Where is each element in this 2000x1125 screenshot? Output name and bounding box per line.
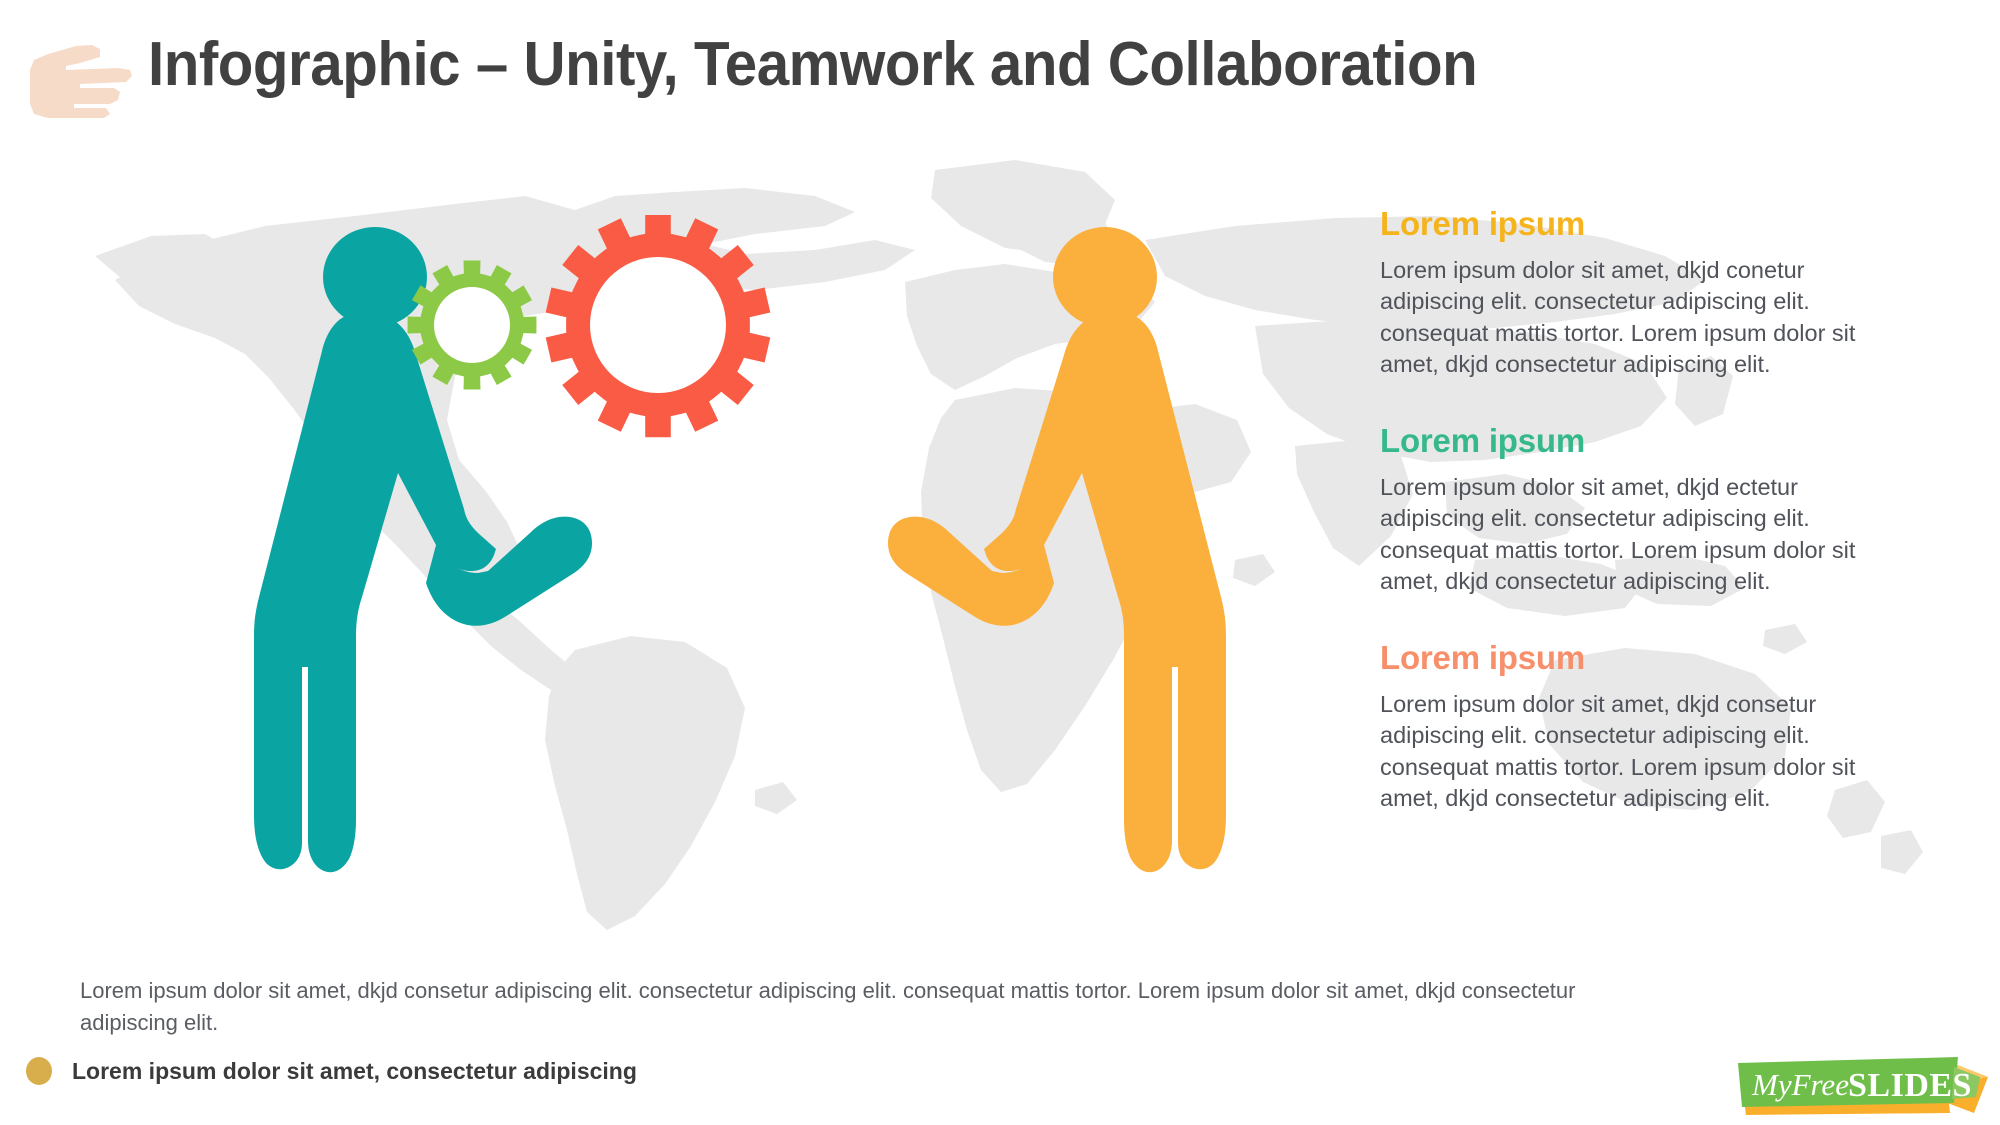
teamwork-illustration bbox=[254, 215, 1226, 873]
block-1-heading: Lorem ipsum bbox=[1380, 205, 1586, 242]
block-3-body: Lorem ipsum dolor sit amet, dkjd consetu… bbox=[1380, 691, 1856, 811]
footer-bullet-row: Lorem ipsum dolor sit amet, consectetur … bbox=[26, 1057, 637, 1085]
gear-large-red bbox=[545, 215, 771, 438]
footer-bullet-dot bbox=[26, 1057, 52, 1085]
myfreeslides-logo[interactable]: MyFree SLIDES bbox=[1736, 1055, 1992, 1117]
page-title: Infographic – Unity, Teamwork and Collab… bbox=[148, 30, 1478, 99]
bottom-caption: Lorem ipsum dolor sit amet, dkjd consetu… bbox=[80, 978, 1576, 1035]
block-1-body: Lorem ipsum dolor sit amet, dkjd conetur… bbox=[1380, 257, 1856, 377]
footer-bullet-label: Lorem ipsum dolor sit amet, consectetur … bbox=[72, 1057, 637, 1084]
text-block-2: Lorem ipsum Lorem ipsum dolor sit amet, … bbox=[1380, 422, 1940, 597]
slide-header: Infographic – Unity, Teamwork and Collab… bbox=[0, 0, 2000, 130]
logo-bold-text: SLIDES bbox=[1848, 1067, 1972, 1104]
slide-footer: Lorem ipsum dolor sit amet, consectetur … bbox=[0, 1035, 2000, 1125]
block-3-heading: Lorem ipsum bbox=[1380, 639, 1586, 676]
text-block-1: Lorem ipsum Lorem ipsum dolor sit amet, … bbox=[1380, 205, 1940, 380]
text-block-3: Lorem ipsum Lorem ipsum dolor sit amet, … bbox=[1380, 639, 1940, 814]
person-right bbox=[888, 227, 1226, 873]
text-blocks-column: Lorem ipsum Lorem ipsum dolor sit amet, … bbox=[1380, 205, 1940, 856]
block-2-heading: Lorem ipsum bbox=[1380, 422, 1586, 459]
pointing-hand-icon bbox=[30, 45, 132, 118]
block-2-body: Lorem ipsum dolor sit amet, dkjd ectetur… bbox=[1380, 474, 1856, 594]
logo-script-text: MyFree bbox=[1751, 1067, 1849, 1102]
